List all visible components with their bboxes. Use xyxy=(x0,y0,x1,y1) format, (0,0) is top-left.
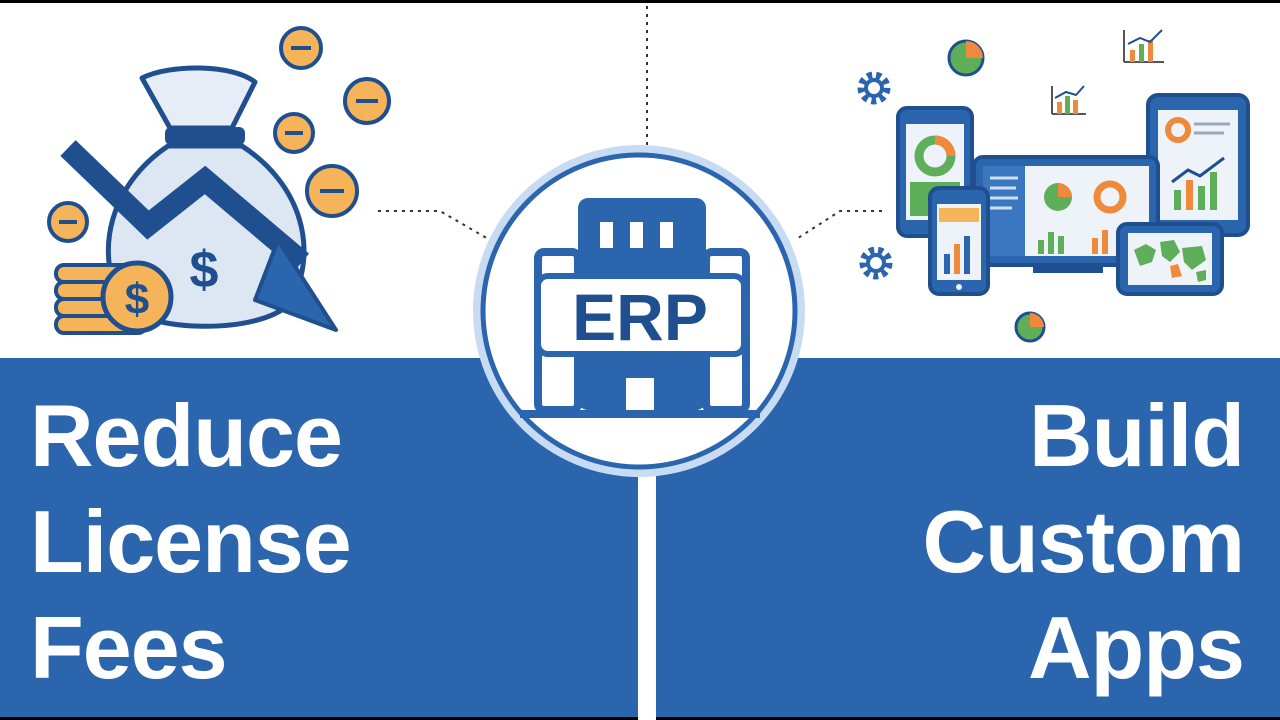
erp-label: ERP xyxy=(572,280,708,354)
monitor-device xyxy=(972,155,1160,273)
bar-chart-icon xyxy=(1123,29,1164,63)
right-headline-line-1: Build xyxy=(1029,386,1245,485)
phone-device xyxy=(928,186,990,296)
gear-icon xyxy=(859,246,893,280)
pie-chart-icon xyxy=(947,39,985,77)
office-building-icon xyxy=(520,198,760,418)
tablet-map-device xyxy=(1116,222,1224,296)
down-trend-arrow-icon xyxy=(60,140,338,332)
custom-apps-illustration xyxy=(857,29,1250,343)
right-connector-dotted-line xyxy=(794,210,882,241)
left-headline-line-1: Reduce xyxy=(30,386,343,485)
right-headline-line-2: Custom xyxy=(922,492,1245,591)
minus-coin-icon xyxy=(273,112,315,154)
gear-icon xyxy=(857,71,891,105)
minus-coin-icon xyxy=(47,201,89,243)
tablet-right-device xyxy=(1146,93,1250,237)
pie-chart-icon xyxy=(1014,311,1046,343)
minus-coin-icon xyxy=(305,164,359,218)
right-headline-line-3: Apps xyxy=(1028,598,1245,697)
left-headline-line-2: License xyxy=(30,492,352,591)
left-headline: Reduce License Fees xyxy=(30,383,352,701)
right-headline: Build Custom Apps xyxy=(922,383,1245,701)
dollar-sign-icon: $ xyxy=(190,241,219,299)
minus-coin-icon xyxy=(343,77,391,125)
dollar-sign-icon: $ xyxy=(125,275,149,324)
money-bag-icon: $ xyxy=(105,65,307,329)
coin-stack-icon: $ xyxy=(54,260,174,335)
left-headline-line-3: Fees xyxy=(30,598,228,697)
minus-coin-icon xyxy=(279,26,323,70)
bar-chart-icon xyxy=(1051,85,1086,115)
money-savings-illustration: $ $ xyxy=(47,26,391,335)
